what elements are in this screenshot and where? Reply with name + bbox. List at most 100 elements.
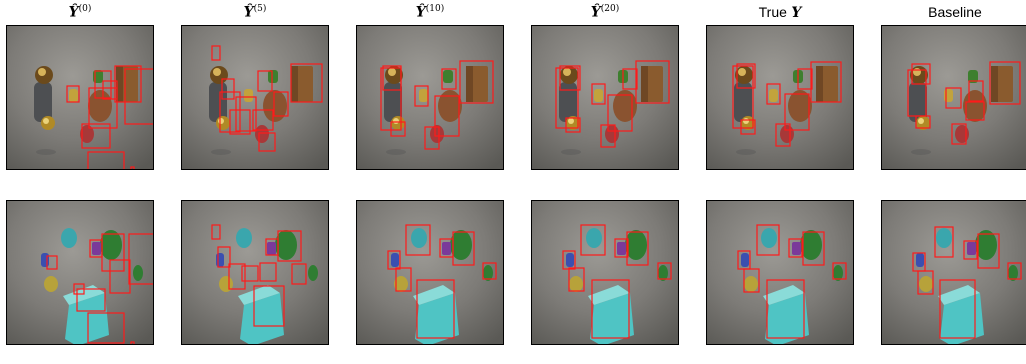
bounding-box — [810, 61, 842, 103]
bounding-box — [87, 312, 125, 344]
bounding-box — [102, 80, 118, 100]
bounding-box — [555, 67, 579, 129]
bounding-box — [124, 68, 153, 125]
bounding-box — [66, 85, 80, 103]
scene-render — [7, 201, 153, 344]
bounding-box — [591, 279, 630, 339]
column-title-y-hat-5: Ŷ(5) — [243, 4, 267, 21]
bounding-box — [114, 65, 142, 103]
bounding-box — [73, 283, 85, 295]
bounding-box — [939, 279, 976, 339]
scene-render — [532, 26, 678, 169]
bounding-box — [657, 262, 672, 280]
scene-panel-row1-col6 — [881, 25, 1026, 170]
scene-render — [182, 26, 328, 169]
scene-panel-row1-col4 — [531, 25, 679, 170]
bounding-box — [1007, 262, 1022, 280]
bounding-box — [989, 61, 1021, 105]
bounding-box — [459, 60, 494, 104]
bounding-box — [130, 166, 135, 169]
bounding-box — [439, 238, 454, 258]
bounding-box — [253, 285, 285, 327]
column-title-baseline: Baseline — [928, 4, 982, 20]
bounding-box — [580, 224, 606, 256]
bounding-box — [784, 93, 810, 131]
scene-panel-row1-col3 — [356, 25, 504, 170]
bounding-box — [963, 240, 978, 260]
bounding-box — [241, 265, 259, 282]
bounding-box — [405, 224, 431, 256]
bounding-box — [766, 83, 781, 105]
bounding-box — [568, 267, 585, 292]
bounding-box — [559, 65, 581, 91]
bounding-box — [382, 65, 402, 91]
bounding-box — [945, 87, 962, 109]
scene-render — [532, 201, 678, 344]
bounding-box — [259, 262, 277, 282]
bounding-box — [911, 63, 931, 85]
bounding-box — [626, 231, 649, 266]
column-title-y-hat-20: Ŷ(20) — [590, 4, 620, 21]
bounding-box — [775, 123, 791, 147]
bounding-box — [622, 68, 638, 90]
bounding-box — [736, 63, 756, 89]
bounding-box — [591, 83, 606, 105]
bounding-box — [395, 267, 412, 292]
bounding-box — [258, 132, 276, 152]
bounding-box — [600, 124, 616, 148]
scene-panel-row2-col3 — [356, 200, 504, 345]
bounding-box — [76, 288, 106, 312]
bounding-box — [81, 123, 111, 149]
bounding-box — [635, 60, 670, 104]
bounding-box — [766, 279, 805, 339]
bounding-box — [257, 70, 273, 92]
bounding-box — [607, 94, 633, 132]
scene-render — [357, 201, 503, 344]
bounding-box — [46, 255, 58, 270]
bounding-box — [390, 121, 406, 137]
bounding-box — [788, 238, 803, 258]
scene-panel-row1-col5 — [706, 25, 854, 170]
bounding-box — [565, 117, 581, 133]
column-title-true-y: True Y — [758, 4, 802, 21]
bounding-box — [743, 268, 760, 293]
scene-panel-row2-col1 — [6, 200, 154, 345]
bounding-box — [756, 224, 780, 256]
scene-panel-row2-col4 — [531, 200, 679, 345]
scene-render — [357, 26, 503, 169]
bounding-box — [128, 233, 153, 285]
bounding-box — [416, 279, 455, 339]
bounding-box — [740, 119, 756, 135]
scene-panel-row1-col2 — [181, 25, 329, 170]
bounding-box — [87, 151, 125, 169]
bounding-box — [732, 65, 754, 129]
bounding-box — [217, 246, 231, 268]
scene-render — [707, 26, 853, 169]
bounding-box — [951, 123, 967, 145]
bounding-box — [130, 341, 135, 344]
bounding-box — [229, 109, 251, 135]
bounding-box — [482, 262, 497, 280]
bounding-box — [934, 226, 954, 258]
bounding-box — [802, 231, 825, 266]
bounding-box — [252, 109, 274, 131]
scene-render — [882, 201, 1026, 344]
bounding-box — [109, 259, 131, 294]
bounding-box — [221, 78, 235, 100]
scene-render — [882, 26, 1026, 169]
bounding-box — [228, 263, 246, 290]
bounding-box — [797, 68, 813, 90]
bounding-box — [832, 262, 847, 280]
bounding-box — [101, 233, 125, 272]
scene-panel-row2-col2 — [181, 200, 329, 345]
column-title-y-hat-10: Ŷ(10) — [415, 4, 445, 21]
bounding-box — [915, 115, 931, 129]
bounding-box — [977, 233, 1000, 269]
bounding-box — [434, 95, 460, 137]
bounding-box — [441, 68, 457, 90]
bounding-box — [424, 126, 440, 150]
bounding-box — [965, 101, 985, 121]
scene-panel-row2-col6 — [881, 200, 1026, 345]
bounding-box — [211, 224, 221, 240]
bounding-box — [614, 238, 629, 258]
